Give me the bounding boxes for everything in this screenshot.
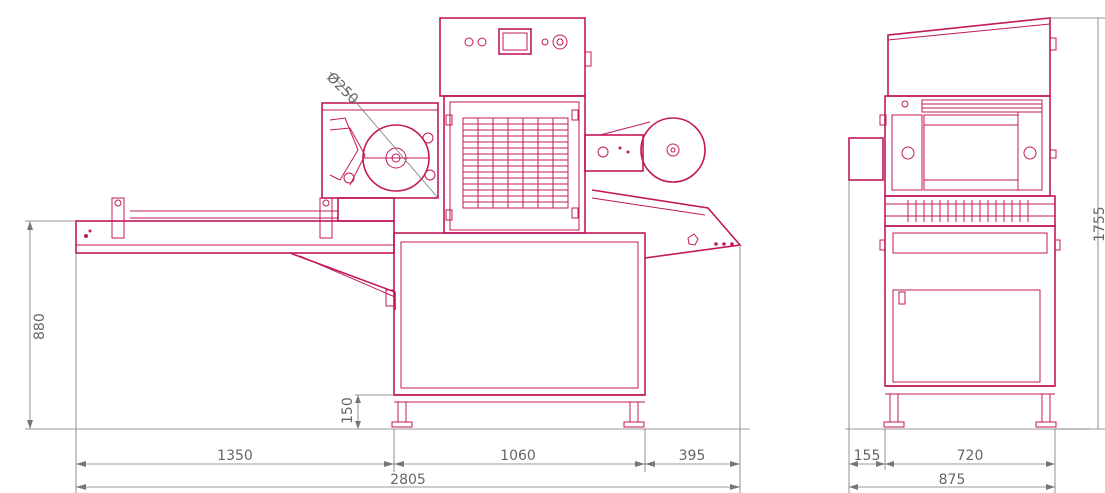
total-width-dimension: 875 bbox=[939, 472, 966, 488]
film-roll-assembly: Ø250 bbox=[321, 70, 439, 199]
infeed-conveyor bbox=[75, 197, 396, 310]
side-view: 1755 155 720 875 bbox=[845, 17, 1105, 493]
touchscreen-display bbox=[498, 28, 532, 55]
side-sealing-section bbox=[848, 95, 1057, 197]
side-base-frame bbox=[879, 225, 1061, 428]
base-frame bbox=[391, 232, 646, 428]
emergency-stop-icon bbox=[552, 34, 568, 50]
indicator-light-icon bbox=[464, 37, 474, 47]
side-control-cabinet bbox=[887, 17, 1057, 97]
outfeed-length-dimension: 395 bbox=[679, 448, 706, 464]
side-dimensions: 1755 155 720 875 bbox=[848, 17, 1105, 493]
control-cabinet bbox=[439, 17, 592, 97]
diameter-label: Ø250 bbox=[323, 70, 361, 108]
outfeed-conveyor bbox=[591, 189, 742, 259]
indicator-light-icon bbox=[477, 37, 487, 47]
vent-grille bbox=[462, 117, 569, 209]
width-dimension: 720 bbox=[957, 448, 984, 464]
infeed-length-dimension: 1350 bbox=[217, 448, 253, 464]
right-film-roll bbox=[584, 117, 706, 183]
front-dimensions: 880 150 1350 1060 395 bbox=[25, 220, 741, 493]
total-length-dimension: 2805 bbox=[390, 472, 426, 488]
leg-height-dimension: 150 bbox=[340, 397, 356, 424]
sealing-unit bbox=[443, 95, 586, 234]
front-view: Ø250 bbox=[25, 17, 750, 493]
height-dimension: 880 bbox=[32, 313, 48, 340]
offset-dimension: 155 bbox=[854, 448, 881, 464]
side-conveyor bbox=[884, 195, 1056, 227]
total-height-dimension: 1755 bbox=[1092, 206, 1105, 242]
body-length-dimension: 1060 bbox=[500, 448, 536, 464]
side-motor bbox=[848, 137, 884, 181]
